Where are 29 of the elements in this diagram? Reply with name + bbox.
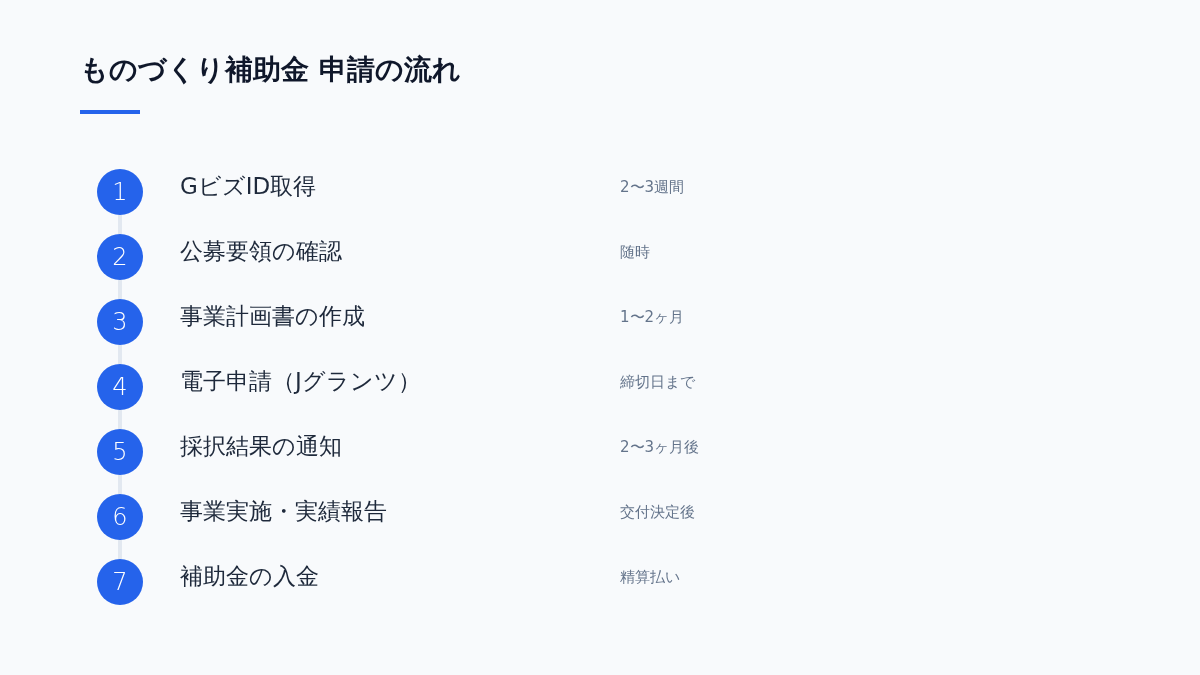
step-number: 2	[112, 243, 128, 271]
step-duration: 交付決定後	[620, 502, 695, 522]
step-title: 電子申請（Jグランツ）	[180, 367, 421, 396]
step-number: 6	[112, 503, 128, 531]
step-title: 事業計画書の作成	[180, 302, 365, 331]
step-number: 5	[112, 438, 128, 466]
step-duration: 締切日まで	[620, 372, 695, 392]
step-duration: 2〜3週間	[620, 177, 685, 197]
step-number: 4	[112, 373, 128, 401]
step-title: 事業実施・実績報告	[180, 497, 387, 526]
step-duration: 精算払い	[620, 567, 680, 587]
step-duration: 随時	[620, 242, 650, 262]
step-duration: 1〜2ヶ月	[620, 307, 685, 327]
step-number-circle	[97, 299, 143, 345]
step-title: 採択結果の通知	[180, 432, 342, 461]
step-number-circle	[97, 429, 143, 475]
step-title: 補助金の入金	[180, 562, 319, 591]
step-number-circle	[97, 559, 143, 605]
diagram-title: ものづくり補助金 申請の流れ	[80, 52, 461, 88]
step-number-circle	[97, 234, 143, 280]
step-number: 7	[112, 568, 128, 596]
step-number: 3	[112, 308, 128, 336]
step-title: 公募要領の確認	[180, 237, 342, 266]
step-number-circle	[97, 494, 143, 540]
step-number-circle	[97, 169, 143, 215]
step-number-circle	[97, 364, 143, 410]
step-duration: 2〜3ヶ月後	[620, 437, 700, 457]
step-title: GビズID取得	[180, 172, 317, 201]
step-number: 1	[112, 178, 128, 206]
